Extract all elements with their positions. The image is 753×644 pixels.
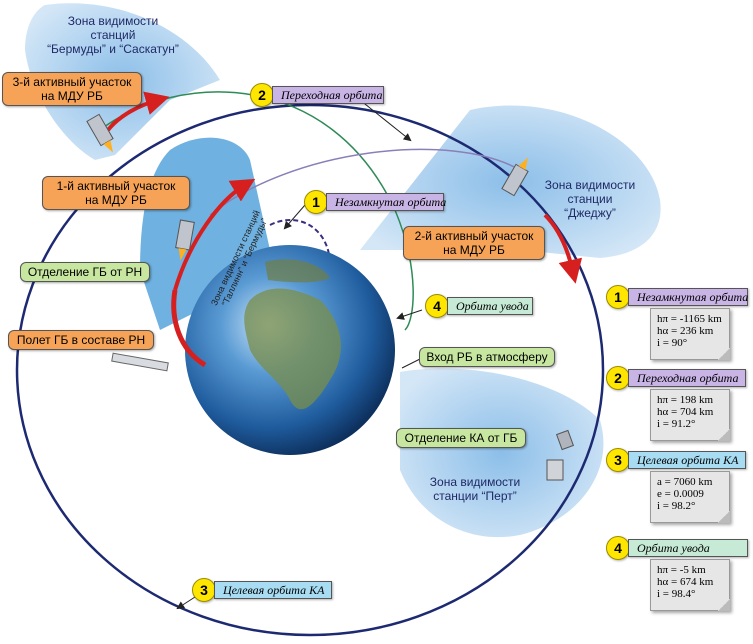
legend-title-1: Незамкнутая орбита: [628, 288, 748, 306]
launch-arc: [171, 289, 207, 368]
leader-transfer: [359, 99, 412, 142]
orbit-number-3: 3: [192, 578, 216, 602]
leader-disposal: [396, 309, 423, 320]
zone-perth-shape: [400, 368, 604, 538]
legend-number-3: 3: [606, 448, 630, 472]
leader-reentry: [401, 357, 423, 369]
spacecraft-icon-5: [546, 459, 564, 481]
orbit-label-disposal: Орбита увода: [447, 297, 533, 315]
page-fold-icon: [718, 511, 730, 523]
active-arc-3: [106, 91, 170, 132]
separation-gb-callout: Отделение ГБ от РН: [20, 262, 150, 282]
page-fold-icon: [718, 348, 730, 360]
legend-title-2: Переходная орбита: [628, 369, 746, 387]
page-fold-icon: [718, 599, 730, 611]
spacecraft-icon-2: [175, 219, 195, 261]
earth-land-europe: [265, 259, 330, 283]
spacecraft-icon-1: [86, 113, 114, 153]
orbit-label-open: Незамкнутая орбита: [326, 193, 446, 211]
leader-open: [283, 204, 306, 230]
target-orbit-path: [15, 103, 605, 637]
legend-title-4: Орбита увода: [628, 539, 748, 557]
legend-title-3: Целевая орбита КА: [628, 451, 746, 469]
active-arc-2: [543, 213, 583, 284]
orbit-number-4: 4: [425, 294, 449, 318]
active-arc-1: [173, 178, 256, 291]
spacecraft-icon-4: [555, 429, 575, 451]
spacecraft-icon-3: [501, 157, 529, 197]
legend-number-4: 4: [606, 536, 630, 560]
rocket-icon: [111, 352, 169, 372]
separation-ka-callout: Отделение КА от ГБ: [396, 428, 526, 448]
orbit-number-2: 2: [250, 83, 274, 107]
open-orbit-path: [269, 219, 331, 266]
page-fold-icon: [718, 429, 730, 441]
flight-gb-callout: Полет ГБ в составе РН: [8, 330, 154, 350]
earth-land: [244, 288, 341, 410]
orbit-label-transfer: Переходная орбита: [272, 86, 384, 104]
legend-number-2: 2: [606, 366, 630, 390]
legend-number-1: 1: [606, 285, 630, 309]
orbit-number-1: 1: [304, 190, 328, 214]
orbit-label-target: Целевая орбита КА: [214, 581, 332, 599]
reentry-callout: Вход РБ в атмосферу: [419, 347, 555, 367]
leader-target: [176, 596, 196, 610]
